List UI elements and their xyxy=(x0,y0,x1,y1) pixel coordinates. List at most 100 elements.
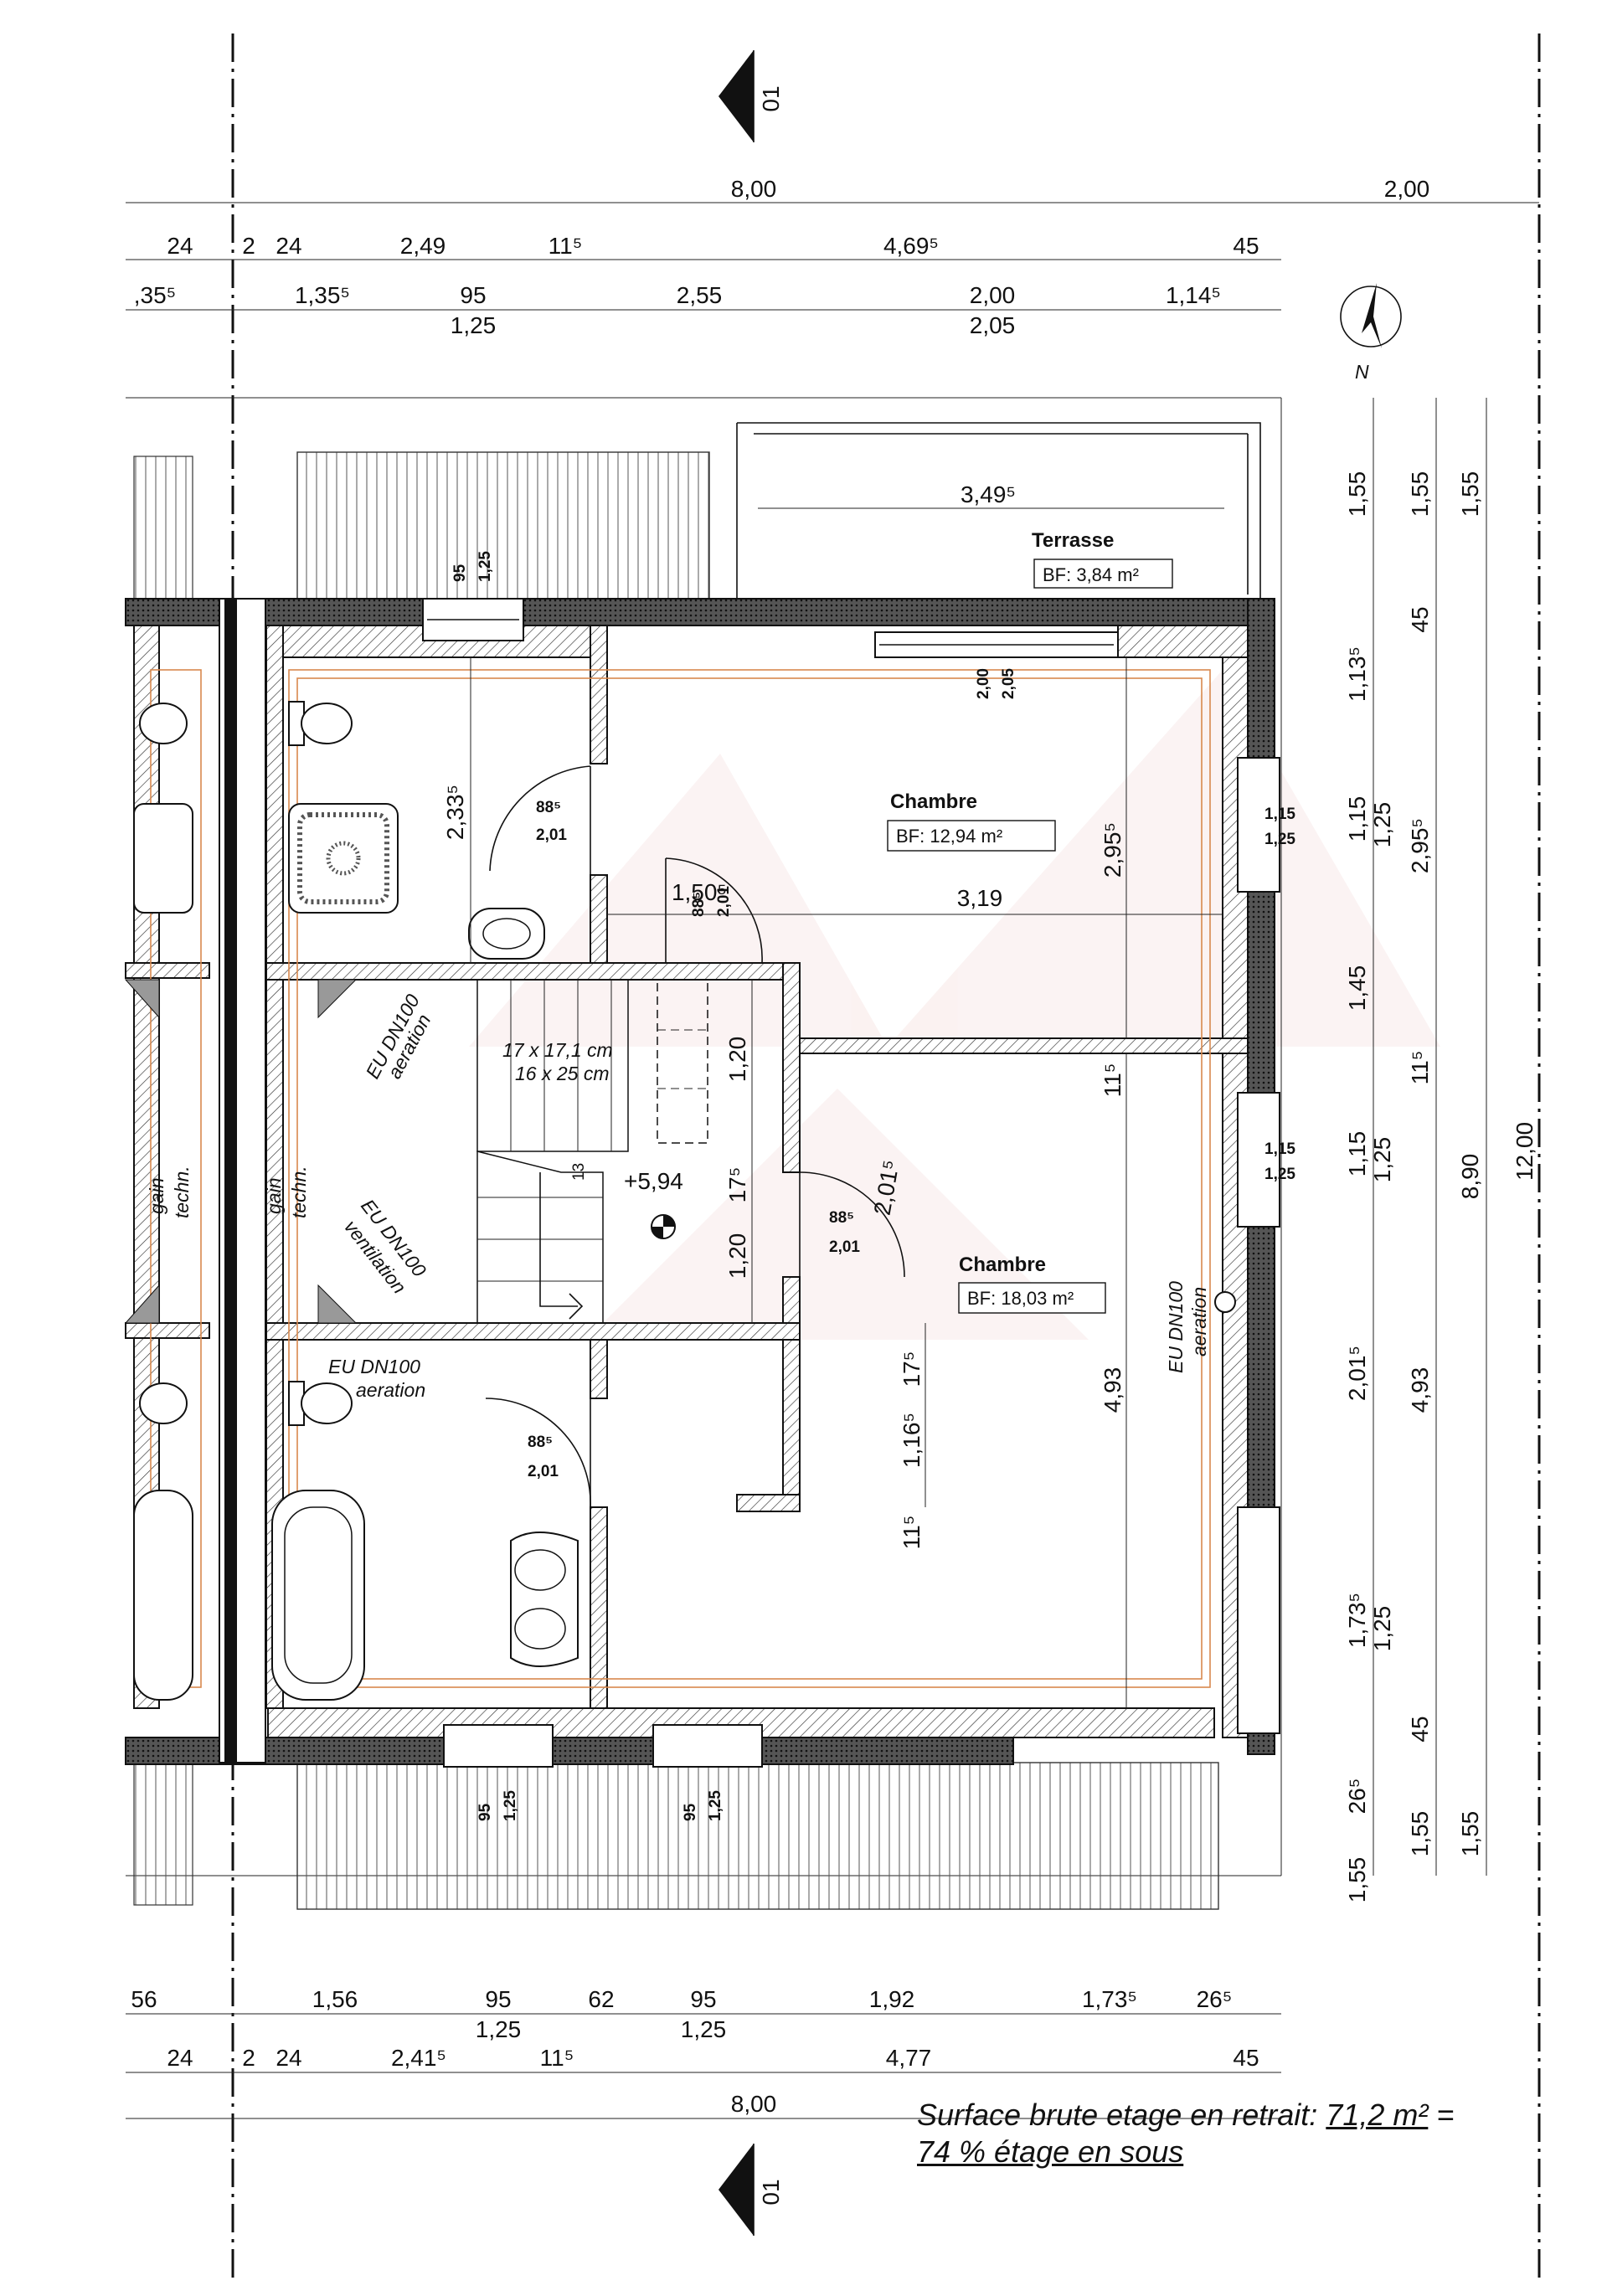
chambre-1-name: Chambre xyxy=(890,790,977,813)
stair-spec-1: 17 x 17,1 cm xyxy=(502,1039,613,1061)
level-marker: +5,94 xyxy=(624,1168,683,1239)
dim-bot-r1-4: 62 xyxy=(588,1986,614,2012)
dim-top-r2-1: 1,35⁵ xyxy=(295,282,350,308)
dim-int-2: 1,20 xyxy=(724,1037,750,1083)
eu-dn100-aeration-3: EU DN100 xyxy=(1165,1281,1187,1373)
stair-spec-2: 16 x 25 cm xyxy=(515,1063,610,1084)
window-right-2-h: 1,25 xyxy=(1264,1166,1295,1183)
dim-bot-r1-0: 56 xyxy=(131,1986,157,2012)
window-right-3 xyxy=(1237,1506,1280,1734)
chambre-1-area: BF: 12,94 m² xyxy=(896,826,1002,847)
dim-bot-r1-3: 1,25 xyxy=(476,2016,522,2042)
chambre-2-height: 4,93 xyxy=(1100,1367,1125,1413)
shower-tray xyxy=(288,803,399,914)
dim-r2-4: 4,93 xyxy=(1407,1367,1433,1413)
dim-r1-4: 1,15 xyxy=(1344,1131,1370,1177)
partition-left-2 xyxy=(125,1322,210,1339)
wall-inner-top-2 xyxy=(1117,625,1249,658)
partition-hall-right-2 xyxy=(782,1276,801,1512)
dim-bot-r1-5: 95 xyxy=(690,1986,716,2012)
window-bottom-1-h: 1,25 xyxy=(502,1790,519,1821)
door-bath-top: 88⁵ 2,01 xyxy=(489,765,591,875)
partition-hall-bottom xyxy=(265,1322,801,1341)
door-bath-top-w: 88⁵ xyxy=(536,799,561,816)
section-label-top: 01 xyxy=(758,85,784,111)
level-value: +5,94 xyxy=(624,1168,683,1194)
toilet-neighbour-bottom xyxy=(139,1382,188,1424)
window-top-h: 1,25 xyxy=(476,551,494,582)
eu-aeration-2: aeration xyxy=(356,1379,425,1401)
bathtub xyxy=(271,1490,365,1701)
staircase: 13 xyxy=(476,979,708,1324)
room-chambre-1: Chambre BF: 12,94 m² 3,19 2,95⁵ xyxy=(607,657,1223,1038)
dim-r1-0: 1,55 xyxy=(1344,471,1370,517)
dim-int-0: 2,33⁵ xyxy=(442,785,468,840)
terrace-door-w: 2,00 xyxy=(975,668,992,699)
roof-strip-top xyxy=(296,451,710,600)
dim-bot-r2-2: 24 xyxy=(276,2045,301,2071)
dim-bot-r1-7: 1,92 xyxy=(869,1986,915,2012)
dim-bot-r2-5: 4,77 xyxy=(886,2045,932,2071)
wall-top-right xyxy=(523,598,1261,626)
terrace-door-h: 2,05 xyxy=(1000,668,1017,699)
bathtub-neighbour xyxy=(133,1490,193,1701)
dim-r1b-1: 1,25 xyxy=(1369,1137,1395,1183)
chambre-2-name: Chambre xyxy=(959,1254,1046,1276)
roof-strip-bottom xyxy=(296,1762,1219,1910)
summary-value: 71,2 m² xyxy=(1326,2098,1429,2132)
window-right-2 xyxy=(1237,1092,1280,1228)
door-bath-top-h: 2,01 xyxy=(536,826,567,844)
wall-bottom-mid xyxy=(552,1737,654,1765)
dim-r3-1: 8,90 xyxy=(1457,1154,1483,1200)
dim-r3-3: 1,55 xyxy=(1457,1811,1483,1857)
dim-int-1: 1,50⁵ xyxy=(672,879,727,905)
dim-bot-r2-3: 2,41⁵ xyxy=(391,2045,446,2071)
partition-bedrooms xyxy=(799,1037,1249,1054)
window-bottom-1 xyxy=(443,1724,554,1768)
dim-top-r2-4: 2,55 xyxy=(677,282,723,308)
partition-left-1 xyxy=(125,962,210,979)
party-wall-core xyxy=(224,599,237,1763)
techn-label-1: techn. xyxy=(288,1166,310,1218)
wall-top-left xyxy=(125,598,424,626)
door-hall-top: 88⁵ 2,01 xyxy=(665,857,763,964)
window-right-1-h: 1,25 xyxy=(1264,831,1295,848)
dim-bot-r2-4: 11⁵ xyxy=(540,2045,574,2071)
washbasin-top xyxy=(468,908,545,960)
gain-label-2: gain xyxy=(146,1178,167,1214)
chambre-1-width: 3,19 xyxy=(957,885,1003,911)
shaft-corner-3 xyxy=(124,979,160,1019)
door-hall-top-h: 2,01 xyxy=(715,886,733,917)
dim-r1-2: 1,15 xyxy=(1344,796,1370,842)
dim-top-r1-2: 24 xyxy=(276,233,301,259)
window-bottom-2-w: 95 xyxy=(682,1803,699,1821)
window-right-1-w: 1,15 xyxy=(1264,806,1295,823)
dim-top-r2-3: 1,25 xyxy=(451,312,497,338)
partition-hall-right-1 xyxy=(782,962,801,1173)
partition-stub xyxy=(736,1494,801,1512)
eu-aeration-3: aeration xyxy=(1188,1287,1210,1356)
dim-r2-0: 1,55 xyxy=(1407,471,1433,517)
partition-bath-1 xyxy=(590,625,608,764)
dim-top-right: 2,00 xyxy=(1384,176,1430,202)
dim-top-r2-5: 2,00 xyxy=(970,282,1016,308)
toilet-bottom xyxy=(288,1381,353,1426)
dim-int-8: 11⁵ xyxy=(899,1516,925,1550)
wall-inner-left xyxy=(265,625,284,1709)
dim-bot-r1-9: 26⁵ xyxy=(1197,1986,1233,2012)
dim-top-r1-0: 24 xyxy=(167,233,193,259)
partition-bath-2 xyxy=(590,874,608,964)
dim-bot-r1-2: 95 xyxy=(485,1986,511,2012)
dim-r2-5: 45 xyxy=(1407,1716,1433,1742)
dim-r2-1: 45 xyxy=(1407,606,1433,632)
dim-r1-8: 1,55 xyxy=(1344,1857,1370,1903)
partition-bath-3 xyxy=(590,1339,608,1399)
gain-label-1: gain xyxy=(263,1178,285,1214)
chambre-2-area: BF: 18,03 m² xyxy=(967,1288,1074,1309)
door-chambre-2-h: 2,01 xyxy=(829,1238,860,1256)
window-bottom-1-w: 95 xyxy=(476,1803,494,1821)
right-dimensions: 1,55 1,13⁵ 1,15 1,45 1,15 2,01⁵ 1,73⁵ 26… xyxy=(1344,398,1537,1902)
dim-int-3: 17⁵ xyxy=(724,1167,750,1203)
section-label-bottom: 01 xyxy=(758,2179,784,2205)
